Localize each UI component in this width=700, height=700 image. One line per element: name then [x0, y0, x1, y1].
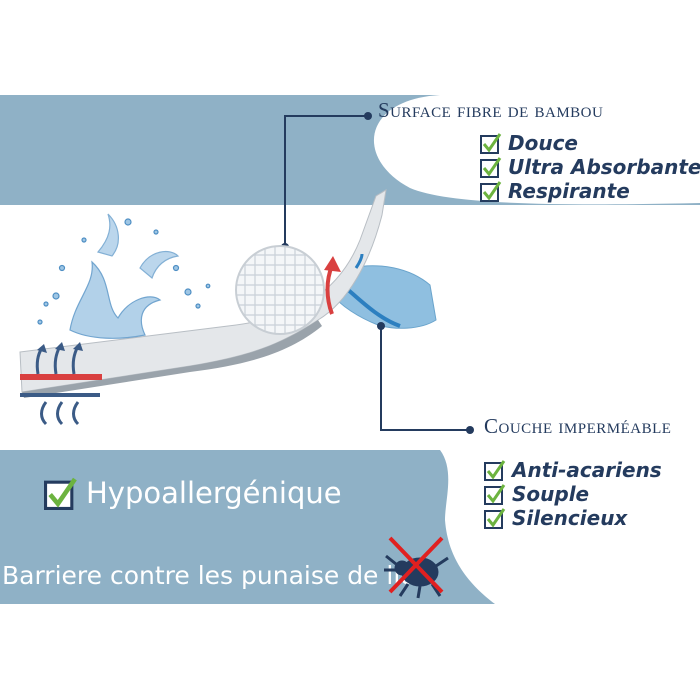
feature-label: Souple	[512, 482, 590, 506]
feature-respirante: Respirante	[480, 179, 700, 203]
bedbug-crossed-icon	[384, 536, 449, 599]
top-band-bay	[373, 95, 700, 205]
feature-douce: Douce	[480, 131, 700, 155]
hypoallergenic-label: Hypoallergénique	[86, 476, 342, 510]
bamboo-surface-title: Surface fibre de bambou	[378, 98, 604, 122]
feature-ultra-absorbante: Ultra Absorbante	[480, 155, 700, 179]
fabric-magnifier-icon	[235, 245, 325, 335]
bottom-panel	[0, 450, 495, 604]
air-wave-icon	[40, 401, 80, 426]
checkbox-checked-icon	[484, 460, 506, 481]
checkbox-checked-icon	[480, 133, 502, 154]
feature-souple: Souple	[484, 482, 662, 506]
feature-label: Respirante	[508, 179, 630, 203]
feature-silencieux: Silencieux	[484, 506, 662, 530]
checkbox-checked-icon	[480, 157, 502, 178]
feature-label: Douce	[508, 131, 578, 155]
water-splash-icon	[37, 213, 211, 339]
checkbox-checked-icon	[484, 508, 506, 529]
protection-feature-list: Anti-acariens Souple Silencieux	[484, 458, 662, 530]
feature-label: Ultra Absorbante	[508, 155, 700, 179]
bedbug-barrier-text: Barriere contre les punaise de lit	[2, 561, 411, 590]
waterproof-layer-title: Couche imperméable	[484, 414, 672, 438]
hypoallergenic-feature: Hypoallergénique	[44, 476, 342, 510]
bamboo-feature-list: Douce Ultra Absorbante Respirante	[480, 131, 700, 203]
checkbox-checked-icon	[44, 477, 77, 510]
waterproof-layer	[329, 265, 437, 329]
checkbox-checked-icon	[484, 484, 506, 505]
heat-arrow-icon	[20, 342, 102, 380]
feature-label: Anti-acariens	[512, 458, 662, 482]
checkbox-checked-icon	[480, 181, 502, 202]
feature-anti-acariens: Anti-acariens	[484, 458, 662, 482]
feature-label: Silencieux	[512, 506, 628, 530]
